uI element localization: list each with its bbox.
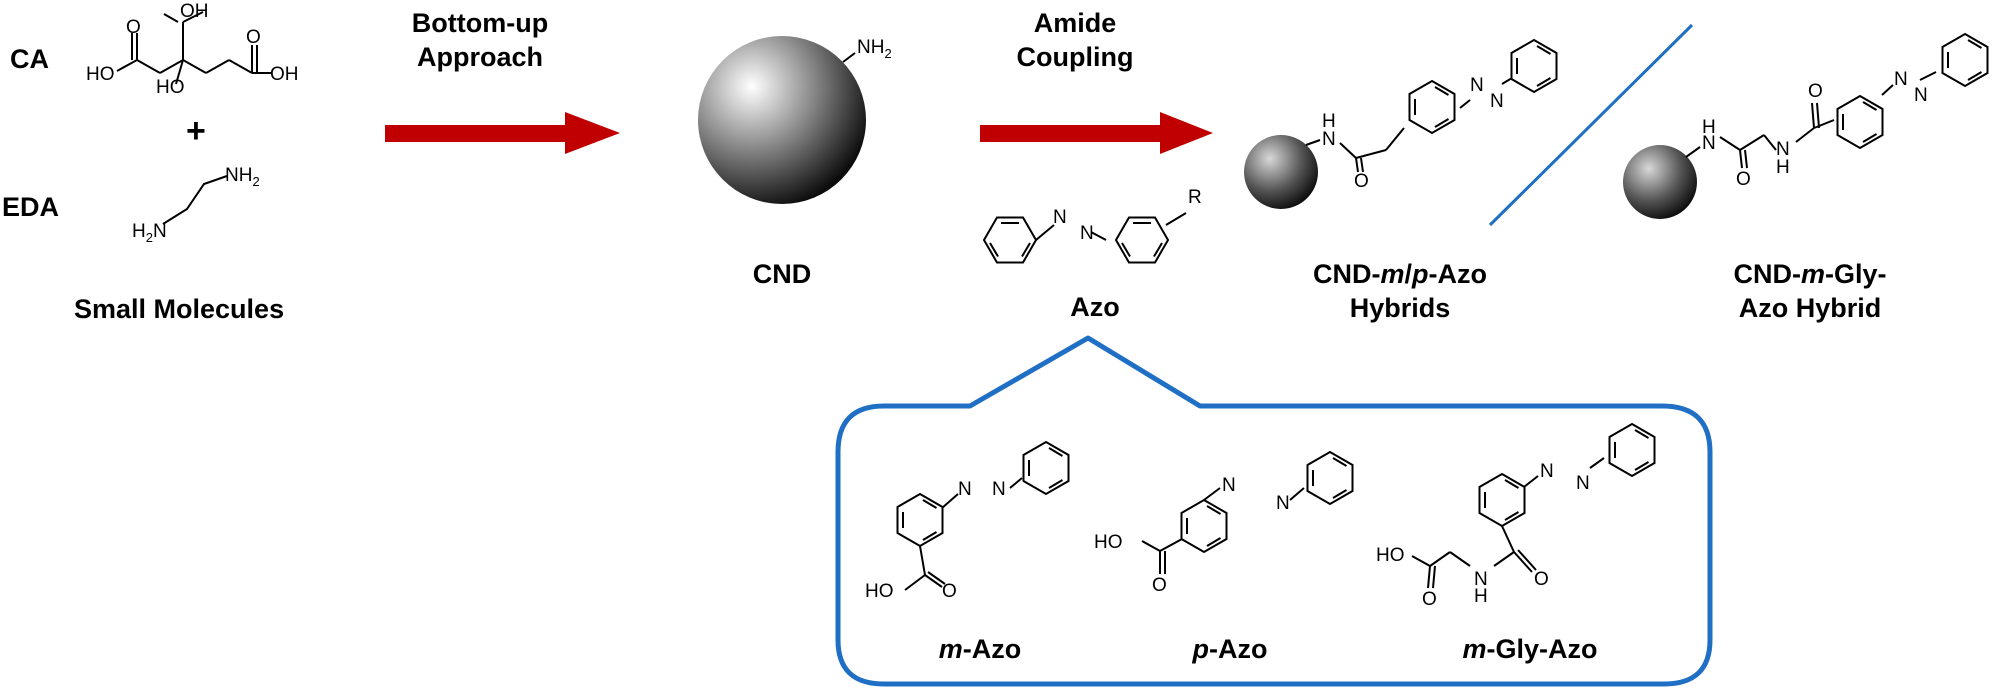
hybrid-b-o2: O bbox=[1808, 81, 1823, 102]
m-gly-azo-ho: HO bbox=[1376, 545, 1405, 566]
m-azo-structure bbox=[896, 441, 1070, 591]
ethylenediamine-structure bbox=[162, 175, 228, 225]
cnd-sphere bbox=[698, 36, 866, 204]
arrow-amide-coupling bbox=[980, 112, 1213, 154]
azo-n2: N bbox=[1080, 223, 1094, 244]
m-gly-azo-n3: N bbox=[1474, 569, 1488, 590]
m-gly-azo-o1: O bbox=[1534, 569, 1549, 590]
p-azo-structure bbox=[1141, 451, 1354, 574]
plus-sign: + bbox=[186, 112, 206, 150]
hybrid-a-n: N bbox=[1322, 129, 1336, 150]
cnd-nh2: NH2 bbox=[857, 37, 892, 61]
m-azo-ho: HO bbox=[865, 581, 894, 602]
hybrid-a-structure bbox=[1244, 39, 1558, 209]
azo-structure bbox=[983, 212, 1187, 264]
eda-h2n: H2N bbox=[132, 221, 167, 245]
hybrid-a-n2: N bbox=[1490, 91, 1504, 112]
hybrid-b-n4: N bbox=[1914, 85, 1928, 106]
hybrid-b-label: CND-m-Gly- Azo Hybrid bbox=[1733, 259, 1887, 323]
m-gly-azo-h: H bbox=[1474, 586, 1488, 607]
hybrid-a-o: O bbox=[1354, 171, 1369, 192]
azo-r-group: R bbox=[1188, 187, 1202, 208]
p-azo-label: p-Azo bbox=[1192, 634, 1268, 664]
m-gly-azo-label: m-Gly-Azo bbox=[1462, 634, 1598, 664]
hybrid-a-n1: N bbox=[1470, 75, 1484, 96]
ca-oh-top: OH bbox=[180, 1, 209, 22]
hybrid-b-h1: H bbox=[1702, 117, 1716, 138]
small-molecules-caption: Small Molecules bbox=[74, 294, 285, 324]
m-gly-azo-o2: O bbox=[1422, 589, 1437, 610]
m-azo-n2: N bbox=[992, 479, 1006, 500]
citric-acid-structure bbox=[116, 11, 272, 85]
p-azo-o: O bbox=[1152, 575, 1167, 596]
hybrid-b-structure bbox=[1623, 33, 1989, 219]
m-gly-azo-structure bbox=[1411, 423, 1656, 589]
arrow-bottom-up bbox=[385, 112, 620, 154]
azo-n1: N bbox=[1053, 207, 1067, 228]
divider-line bbox=[1488, 23, 1694, 227]
hybrid-b-o1: O bbox=[1736, 169, 1751, 190]
p-azo-n2: N bbox=[1276, 493, 1290, 514]
m-azo-o: O bbox=[942, 581, 957, 602]
ca-ho-center: HO bbox=[156, 77, 185, 98]
hybrid-a-label: CND-m/p-Azo Hybrids bbox=[1312, 259, 1487, 323]
hybrid-b-n3: N bbox=[1894, 69, 1908, 90]
m-gly-azo-n1: N bbox=[1540, 461, 1554, 482]
ca-ho-left: HO bbox=[86, 64, 115, 85]
ca-label: CA bbox=[10, 44, 49, 74]
p-azo-ho: HO bbox=[1094, 532, 1123, 553]
eda-label: EDA bbox=[2, 192, 60, 222]
eda-nh2: NH2 bbox=[225, 165, 260, 189]
ca-o-left: O bbox=[126, 17, 141, 38]
ca-o-right: O bbox=[246, 27, 261, 48]
m-azo-label: m-Azo bbox=[938, 634, 1022, 664]
ca-oh-right: OH bbox=[270, 64, 299, 85]
hybrid-a-h: H bbox=[1322, 111, 1336, 132]
m-gly-azo-n2: N bbox=[1576, 473, 1590, 494]
cnd-label: CND bbox=[752, 259, 812, 289]
hybrid-b-h2: H bbox=[1776, 157, 1790, 178]
callout-box bbox=[835, 335, 1713, 687]
hybrid-b-n1: N bbox=[1702, 133, 1716, 154]
p-azo-n1: N bbox=[1222, 475, 1236, 496]
hybrid-b-n2: N bbox=[1776, 139, 1790, 160]
azo-label: Azo bbox=[1070, 292, 1120, 322]
m-azo-n1: N bbox=[958, 479, 972, 500]
